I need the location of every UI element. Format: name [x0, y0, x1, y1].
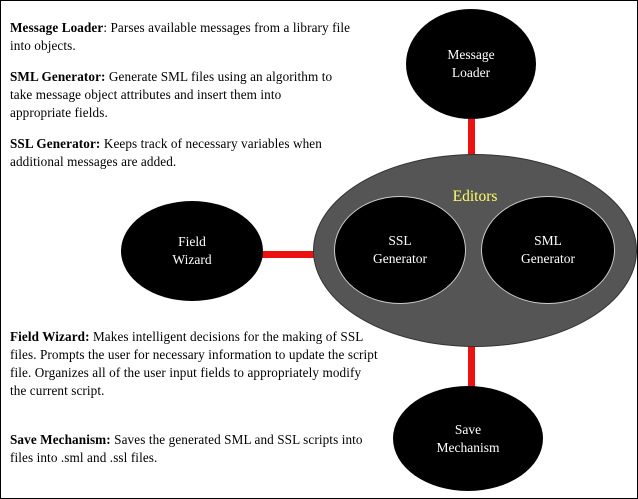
description-field-wizard: Field Wizard: Makes intelligent decision…: [10, 328, 380, 400]
label-sml-generator: SML Generator: [521, 233, 575, 266]
term-sml-generator: SML Generator:: [10, 69, 106, 84]
node-save-mechanism: Save Mechanism: [393, 386, 543, 491]
node-message-loader: Message Loader: [406, 9, 536, 119]
label-editors: Editors: [452, 188, 498, 205]
connector-editors-save: [468, 345, 475, 393]
text-message-loader: : Parses available messages from a libra…: [10, 20, 351, 53]
text-ssl-generator: Keeps track of necessary variables when …: [10, 136, 322, 169]
label-ssl-generator: SSL Generator: [373, 233, 427, 266]
term-save-mechanism: Save Mechanism:: [10, 432, 111, 447]
term-field-wizard: Field Wizard:: [10, 329, 90, 344]
label-save-mechanism: Save Mechanism: [436, 421, 500, 455]
node-editors: Editors SSL Generator SML Generator: [313, 154, 637, 347]
node-field-wizard: Field Wizard: [121, 201, 263, 301]
label-field-wizard: Field Wizard: [172, 234, 212, 267]
label-message-loader: Message Loader: [447, 47, 495, 80]
node-sml-generator: SML Generator: [481, 196, 615, 304]
text-save-mechanism: Saves the generated SML and SSL scripts …: [10, 432, 363, 465]
description-message-loader: Message Loader: Parses available message…: [10, 19, 355, 55]
node-ssl-generator: SSL Generator: [334, 196, 466, 304]
description-save-mechanism: Save Mechanism: Saves the generated SML …: [10, 431, 380, 467]
description-ssl-generator: SSL Generator: Keeps track of necessary …: [10, 135, 355, 171]
description-sml-generator: SML Generator: Generate SML files using …: [10, 68, 335, 122]
term-ssl-generator: SSL Generator:: [10, 136, 101, 151]
connector-wizard-editors: [259, 251, 315, 258]
term-message-loader: Message Loader: [10, 20, 104, 35]
text-field-wizard: Makes intelligent decisions for the maki…: [10, 329, 378, 398]
text-sml-generator: Generate SML files using an algorithm to…: [10, 69, 333, 120]
connector-loader-editors: [468, 115, 475, 157]
